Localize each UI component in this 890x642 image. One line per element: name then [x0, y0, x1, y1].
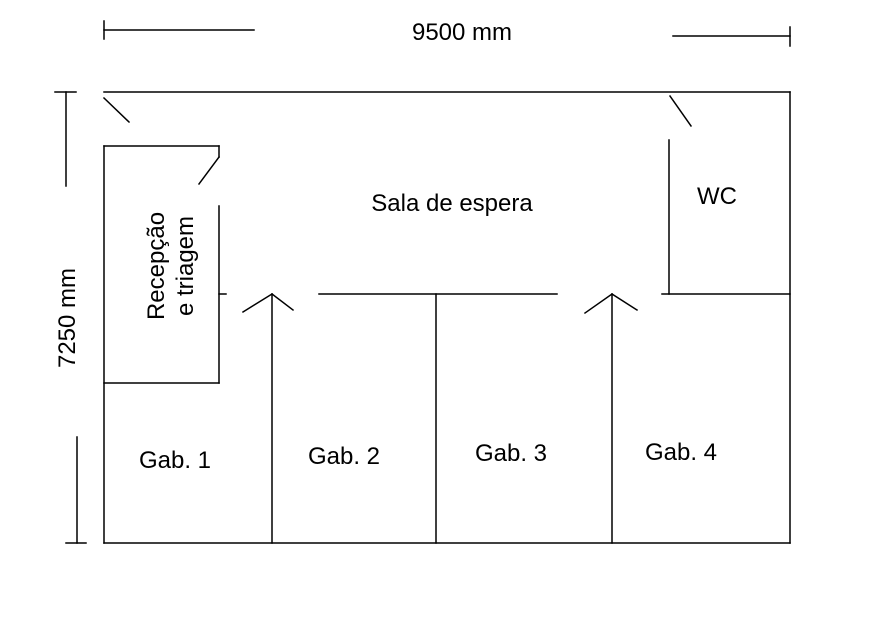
reception-door: [197, 155, 221, 186]
outer-walls: [103, 91, 791, 544]
office-4-label: Gab. 4: [645, 439, 717, 466]
reception-label-line-2: e triagem: [172, 216, 199, 316]
wc-label: WC: [697, 183, 737, 210]
waiting-room-label: Sala de espera: [371, 190, 533, 217]
height-dimension-label: 7250 mm: [54, 268, 81, 368]
office-partitions: [271, 293, 613, 544]
office-2-label: Gab. 2: [308, 443, 380, 470]
wc-walls: [661, 139, 791, 295]
entrance-door: [102, 96, 131, 124]
width-dimension-line: [103, 20, 791, 47]
office-1-label: Gab. 1: [139, 447, 211, 474]
office-door-left: [241, 292, 295, 314]
width-dimension-label: 9500 mm: [412, 19, 512, 46]
wc-door: [668, 94, 693, 128]
height-dimension-line: [54, 91, 87, 544]
office-door-right: [583, 292, 639, 315]
office-3-label: Gab. 3: [475, 440, 547, 467]
reception-label-line-1: Recepção: [143, 212, 170, 320]
reception-label: Recepção e triagem: [143, 212, 199, 320]
